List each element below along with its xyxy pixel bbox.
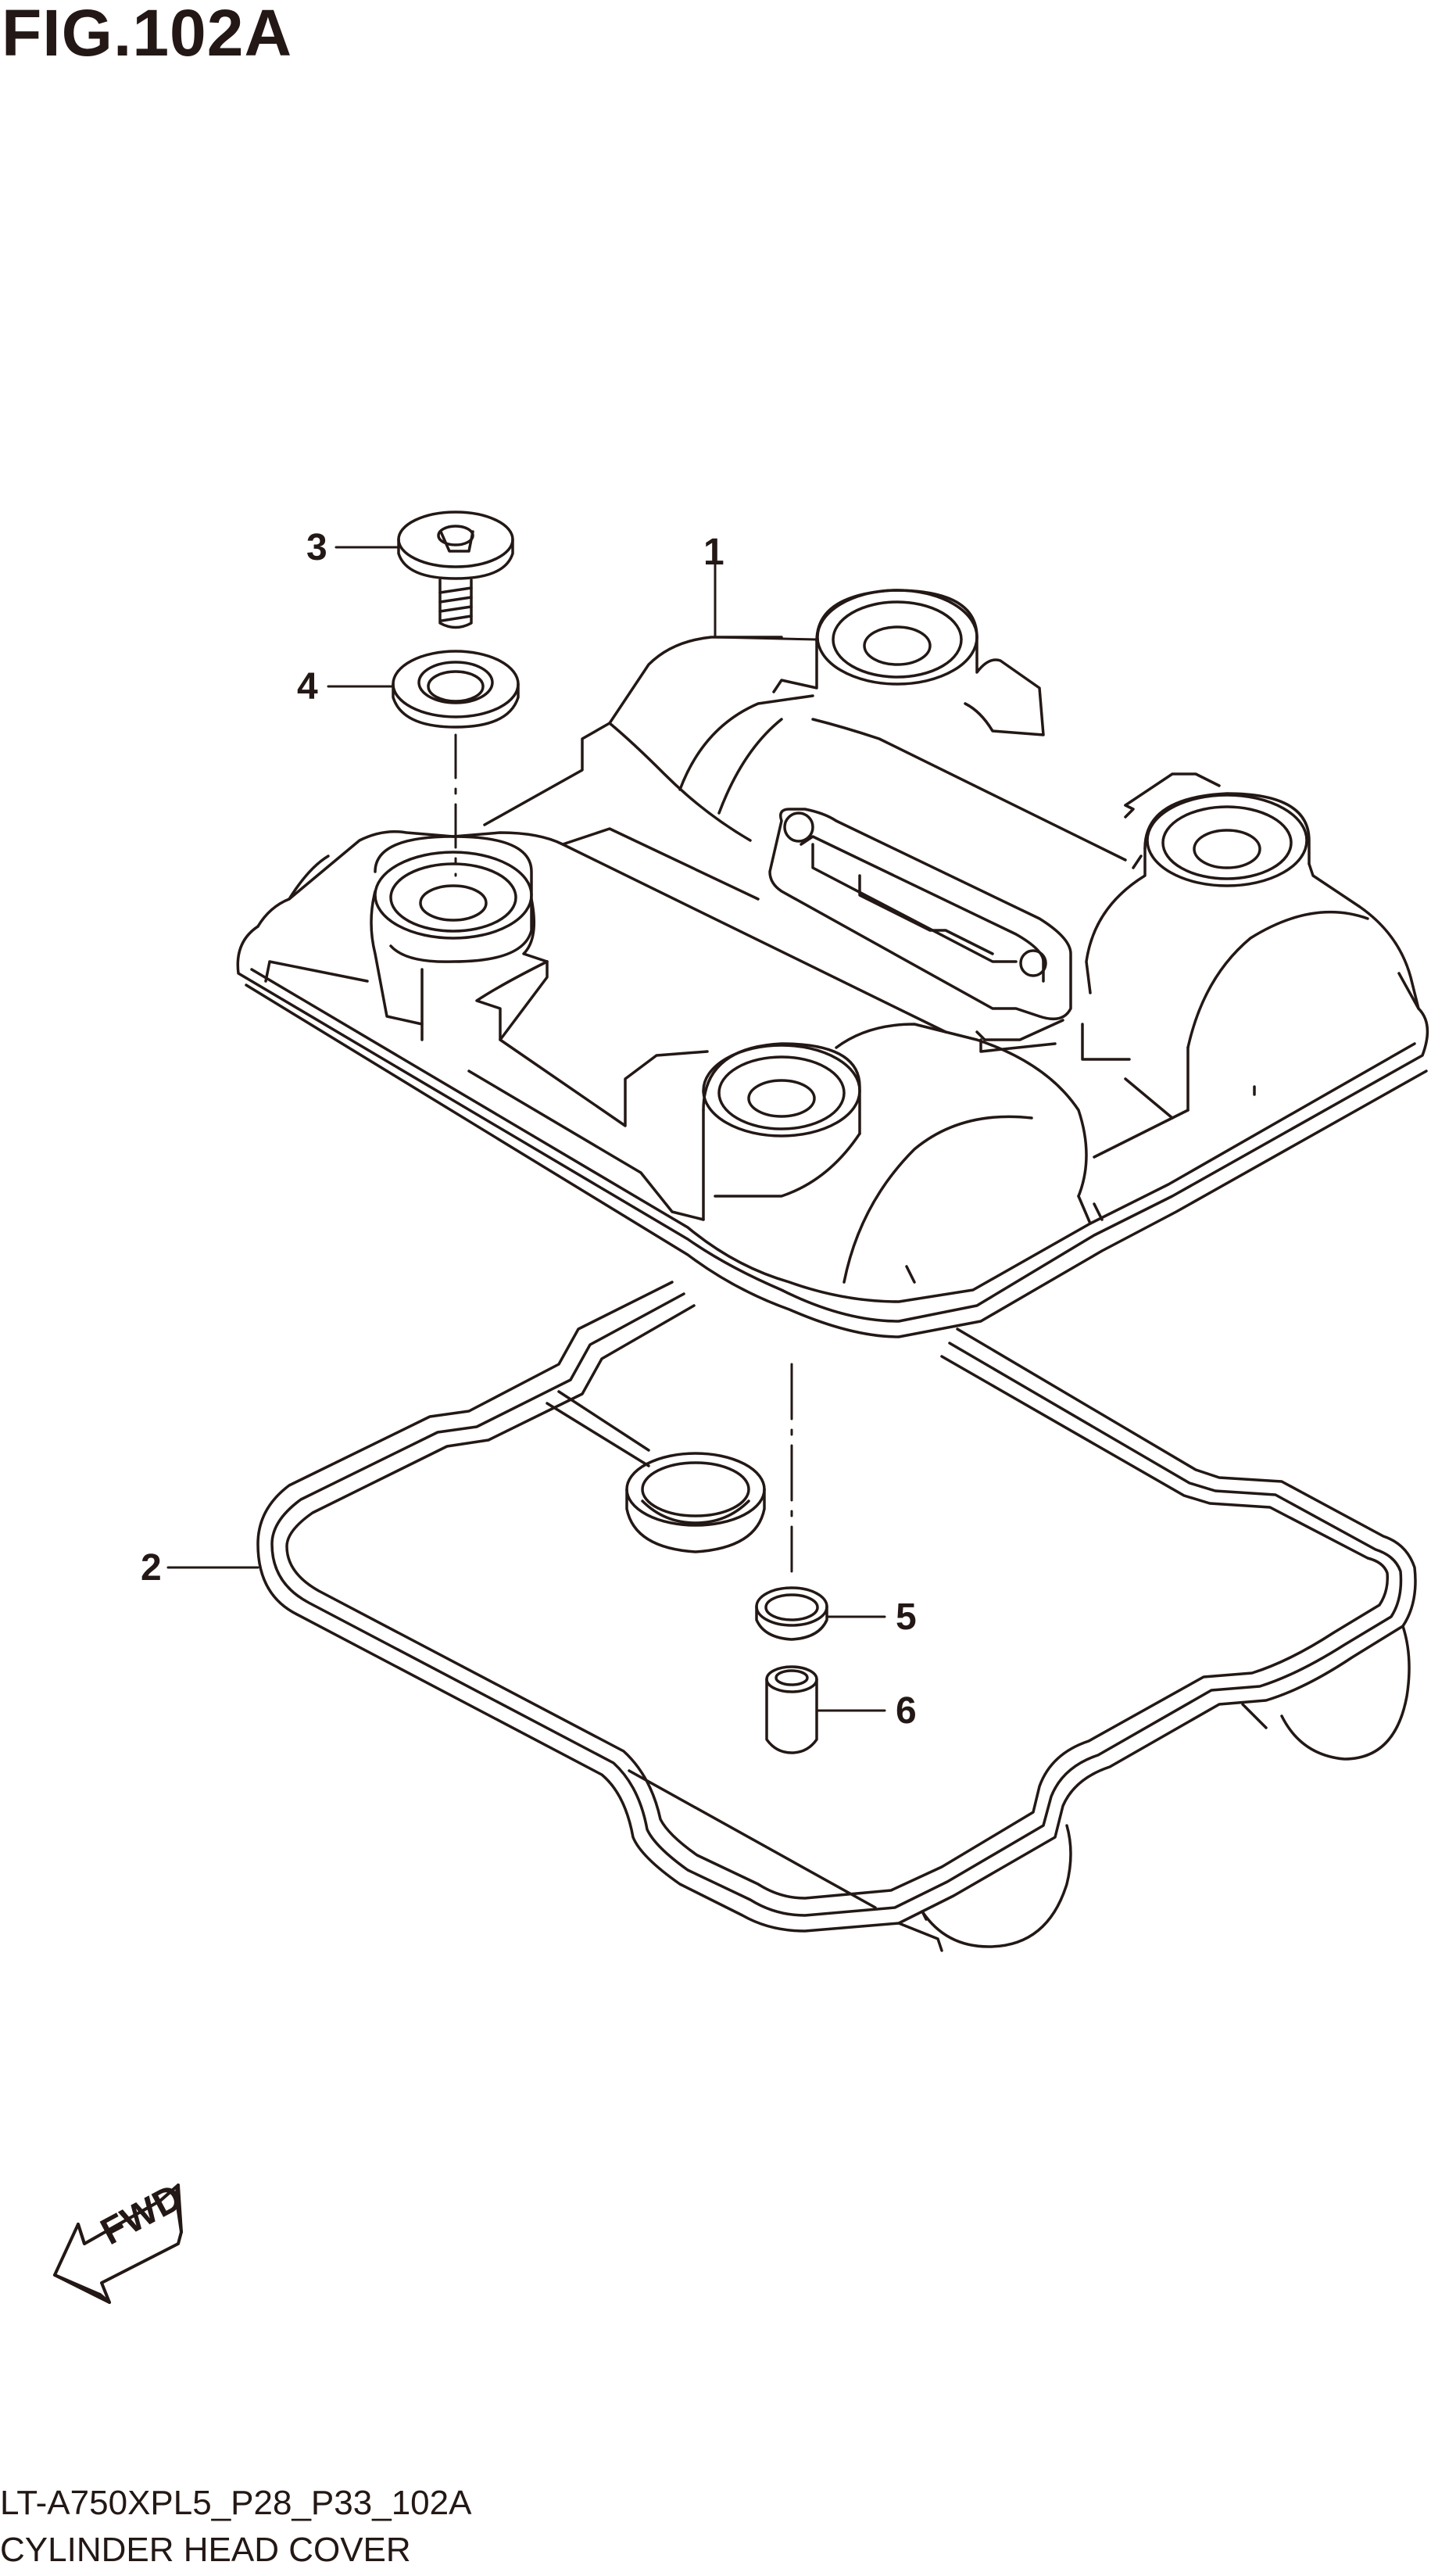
fwd-arrow-icon bbox=[53, 2184, 183, 2304]
footer-diagram-name: CYLINDER HEAD COVER bbox=[0, 2531, 411, 2569]
callout-2: 2 bbox=[141, 1547, 162, 1589]
head-cover-gasket bbox=[256, 1281, 1417, 1952]
callout-3: 3 bbox=[306, 527, 327, 568]
figure-title: FIG.102A bbox=[2, 0, 293, 70]
seal-washer bbox=[392, 650, 520, 729]
callout-1: 1 bbox=[703, 532, 724, 573]
dowel-pin bbox=[765, 1665, 818, 1754]
callout-4: 4 bbox=[297, 666, 318, 708]
callout-5: 5 bbox=[896, 1596, 917, 1638]
callout-6: 6 bbox=[896, 1690, 917, 1732]
leader-line-1 bbox=[714, 555, 818, 641]
footer-diagram-code: LT-A750XPL5_P28_P33_102A bbox=[0, 2484, 472, 2522]
bolt bbox=[397, 511, 514, 629]
cylinder-head-cover bbox=[236, 589, 1429, 1338]
o-ring-seal bbox=[755, 1586, 828, 1641]
